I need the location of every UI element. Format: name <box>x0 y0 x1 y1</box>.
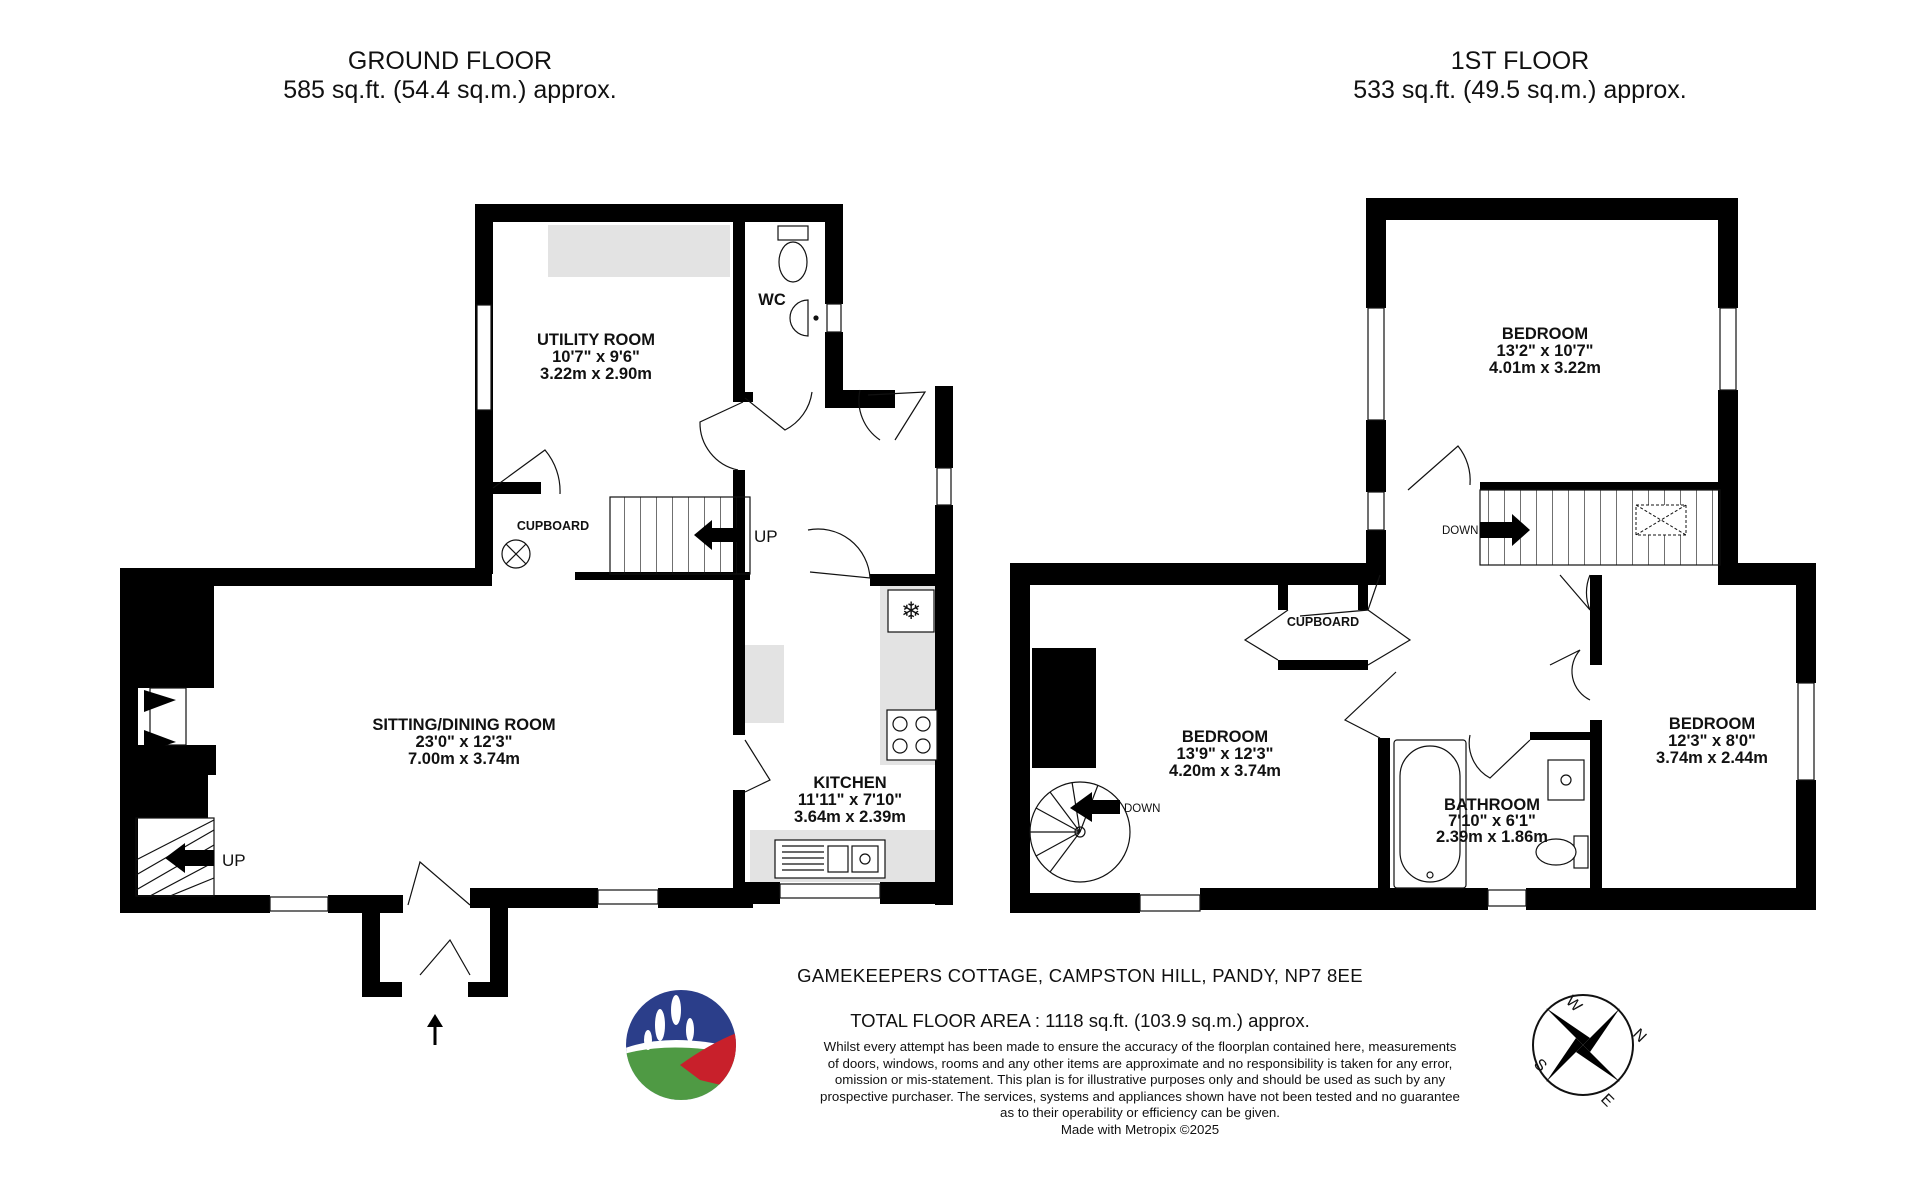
utility-room-metric: 3.22m x 2.90m <box>540 365 652 383</box>
bedroom-right-name: BEDROOM <box>1669 715 1755 733</box>
bathroom-toilet-bowl <box>1535 838 1577 866</box>
first-floor-plan: BEDROOM 13'2" x 10'7" 4.01m x 3.22m BEDR… <box>1010 198 1816 913</box>
snowflake-icon: ❄ <box>901 597 921 625</box>
landing-stairs-arrow-icon <box>1480 514 1530 546</box>
bathroom-metric: 2.39m x 1.86m <box>1436 828 1548 846</box>
sitting-room-imperial: 23'0" x 12'3" <box>416 733 513 751</box>
bedroom-left-window <box>1139 894 1201 912</box>
wc-basin <box>789 299 809 337</box>
utility-window <box>476 304 492 411</box>
bathroom-window <box>1487 889 1527 907</box>
kitchen-imperial: 11'11" x 7'10" <box>798 791 902 809</box>
first-cupboard-name: CUPBOARD <box>1287 615 1359 629</box>
toilet-cistern <box>777 225 809 241</box>
hall-window <box>936 467 952 506</box>
toilet-bowl <box>778 241 808 283</box>
landing-stairs-label: DOWN <box>1442 525 1478 537</box>
fireplace-mark-top <box>144 690 176 712</box>
spiral-stairs <box>1029 781 1131 883</box>
hall-stairs-arrow-icon <box>694 520 745 550</box>
spiral-stairs-label: DOWN <box>1124 803 1160 815</box>
disclaimer-line: of doors, windows, rooms and any other i… <box>827 1055 1453 1071</box>
hall-stairs-label: UP <box>754 527 778 546</box>
disclaimer-text: Whilst every attempt has been made to en… <box>770 1039 1510 1139</box>
landing-window <box>1367 491 1385 531</box>
bedroom-top-imperial: 13'2" x 10'7" <box>1497 342 1594 360</box>
bedroom-top-window-right <box>1719 307 1737 391</box>
bedroom-left-metric: 4.20m x 3.74m <box>1169 762 1281 780</box>
bedroom-top-name: BEDROOM <box>1502 325 1588 343</box>
kitchen-appliances: ❄ <box>774 589 938 879</box>
disclaimer-line: omission or mis-statement. This plan is … <box>834 1072 1446 1088</box>
ground-floor-title: GROUND FLOOR <box>347 47 553 75</box>
metropix-credit: Made with Metropix ©2025 <box>1060 1121 1220 1137</box>
wc-name: WC <box>758 291 786 309</box>
first-floor-heading: 1ST FLOOR 533 sq.ft. (49.5 sq.m.) approx… <box>1320 47 1720 105</box>
bathroom-fixtures <box>1393 739 1589 889</box>
bedroom-top-metric: 4.01m x 3.22m <box>1489 359 1601 377</box>
wc-window <box>826 303 842 333</box>
disclaimer-line: Whilst every attempt has been made to en… <box>823 1039 1457 1054</box>
sitting-room-name: SITTING/DINING ROOM <box>372 716 555 734</box>
hob <box>886 709 938 761</box>
property-address: GAMEKEEPERS COTTAGE, CAMPSTON HILL, PAND… <box>797 965 1363 986</box>
bedroom-right-imperial: 12'3" x 8'0" <box>1668 732 1756 750</box>
spiral-stairs-arrow-icon <box>1070 792 1120 822</box>
fireplace-mark-bottom <box>144 730 176 752</box>
wc-fixtures <box>777 225 819 337</box>
first-floor-doors <box>1243 445 1591 779</box>
compass-e: E <box>1597 1091 1617 1111</box>
sitting-window-right <box>597 889 659 905</box>
ground-floor-doors <box>407 389 927 976</box>
sitting-window-left <box>269 896 329 912</box>
bathroom-name: BATHROOM <box>1444 796 1540 814</box>
ground-floor-plan: ❄ UTILITY ROOM 10'7" x 9'6" 3.22m x 2.90… <box>120 204 953 1045</box>
disclaimer-line: prospective purchaser. The services, sys… <box>820 1088 1460 1104</box>
utility-room-imperial: 10'7" x 9'6" <box>552 348 640 366</box>
sitting-stairs-arrow-icon <box>165 843 214 873</box>
sitting-room-metric: 7.00m x 3.74m <box>408 750 520 768</box>
bedroom-right-metric: 3.74m x 2.44m <box>1656 749 1768 767</box>
ground-cupboard-name: CUPBOARD <box>517 519 589 533</box>
kitchen-window <box>779 883 881 899</box>
kitchen-metric: 3.64m x 2.39m <box>794 808 906 826</box>
disclaimer-line: as to their operability or efficiency ca… <box>1000 1105 1280 1121</box>
bedroom-left-name: BEDROOM <box>1182 728 1268 746</box>
ground-floor-heading: GROUND FLOOR 585 sq.ft. (54.4 sq.m.) app… <box>260 47 640 105</box>
sitting-stairs-label: UP <box>222 851 246 870</box>
bathroom-imperial: 7'10" x 6'1" <box>1448 812 1536 830</box>
bedroom-left-imperial: 13'9" x 12'3" <box>1177 745 1274 763</box>
bedroom-top-window-left <box>1367 307 1385 421</box>
first-floor-windows <box>1139 307 1815 912</box>
bedroom-right-window <box>1797 682 1815 781</box>
utility-room-name: UTILITY ROOM <box>537 331 655 349</box>
kitchen-name: KITCHEN <box>813 774 886 792</box>
total-floor-area: TOTAL FLOOR AREA : 1118 sq.ft. (103.9 sq… <box>850 1010 1310 1031</box>
first-floor-area: 533 sq.ft. (49.5 sq.m.) approx. <box>1353 76 1687 104</box>
utility-worktop <box>548 225 730 277</box>
fridge-freezer <box>887 589 935 633</box>
ground-floor-area: 585 sq.ft. (54.4 sq.m.) approx. <box>283 76 617 104</box>
kitchen-table <box>742 645 784 723</box>
entrance-arrow-icon <box>427 1014 443 1045</box>
loft-hatch <box>1635 504 1687 536</box>
compass-rose-icon: N E S W <box>1530 993 1649 1111</box>
agency-logo-icon <box>626 990 736 1100</box>
first-floor-title: 1ST FLOOR <box>1450 47 1590 75</box>
first-floor-walls <box>1010 198 1816 913</box>
